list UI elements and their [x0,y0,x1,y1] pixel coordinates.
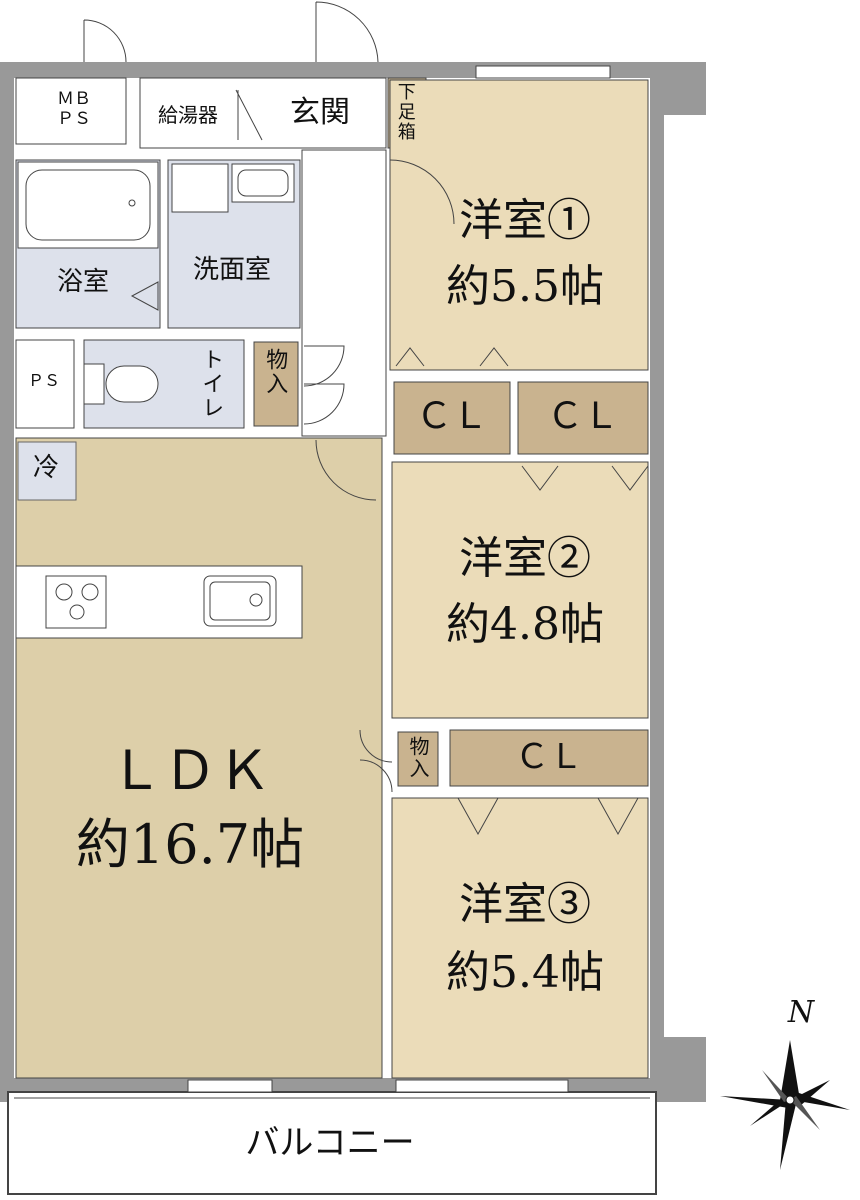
fridge-spot [17,441,77,501]
room-2 [391,461,649,719]
room3-size: 約5.4帖 [446,947,604,998]
storage-toilet-label: 物入 [262,348,288,396]
hallway [301,149,387,437]
room1-name: 洋室① [459,195,591,246]
closet-door-marks [395,347,649,836]
balcony [7,1091,657,1195]
room-3 [391,797,649,1079]
ps-box [15,339,75,429]
closet-b [517,381,649,455]
bathtub-icon [17,161,159,249]
wall-notch [664,115,708,1037]
closet-c [449,729,649,787]
closet-a-label: ＣＬ [415,396,488,437]
ldk [15,437,383,1079]
room-1 [389,79,649,371]
north-label: N [787,995,815,1030]
room2-name: 洋室② [459,533,591,584]
sink-icon [203,575,277,627]
top-cut [0,0,860,62]
ldk-name: ＬＤＫ [109,739,271,802]
bathroom-label: 浴室 [56,267,109,297]
room2-size: 約4.8帖 [446,599,604,650]
closet-b-label: ＣＬ [546,396,619,437]
water-heater-label: 給湯器 [158,103,218,127]
toilet-label: トイレ [198,348,224,420]
entrance-label: 玄関 [290,95,350,130]
shoe-box-label: 下足箱 [394,82,416,142]
washroom-label: 洗面室 [192,255,271,285]
washbasin-icon [171,163,295,213]
mbps-box [15,77,127,145]
storage-mid [397,731,439,787]
kitchen-counter [15,565,303,639]
ldk-size: 約16.7帖 [75,813,305,876]
balcony-label: バルコニー [245,1123,415,1163]
room1-size: 約5.5帖 [446,261,604,312]
storage-mid-label: 物入 [406,736,430,780]
fridge-label: 冷 [32,453,59,483]
door-arcs [83,1,455,793]
mbps-label: ＭＢ ＰＳ [57,89,91,129]
closet-c-label: ＣＬ [515,737,583,777]
stove-icon [45,575,107,629]
compass-icon [720,1040,850,1170]
toilet-icon [83,363,159,405]
closet-a [393,381,511,455]
entrance-strip [139,77,387,149]
storage-toilet [253,341,299,427]
ps-label: ＰＳ [27,371,60,390]
room3-name: 洋室③ [459,879,591,930]
windows [187,65,611,1093]
